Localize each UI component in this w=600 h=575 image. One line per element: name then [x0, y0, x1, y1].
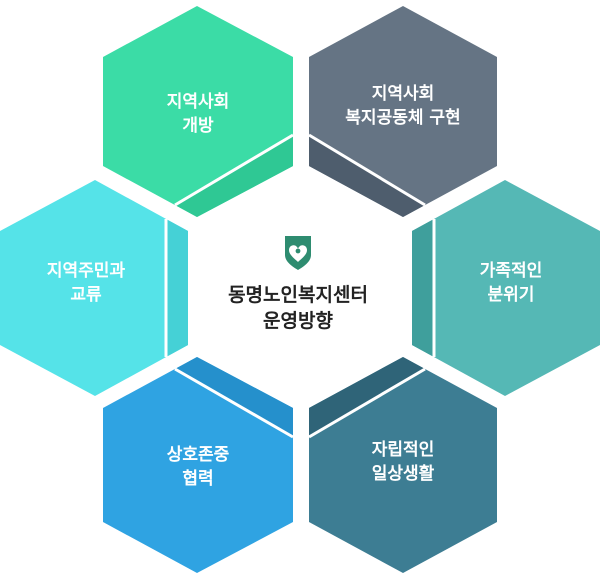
- logo-dot-inner: [295, 248, 301, 254]
- hexagon-seam: [174, 133, 294, 207]
- logo-heart: [289, 245, 307, 262]
- hexagon-label-line2: 협력: [182, 468, 213, 489]
- center-title-line2: 운영방향: [263, 310, 333, 332]
- heart-shield-icon: [285, 236, 311, 270]
- hexagon-facet: [412, 219, 434, 357]
- hexagon-label-line1: 지역사회: [167, 92, 230, 112]
- hexagon-label-line1: 상호존중: [167, 445, 230, 465]
- hexagon-shape: [412, 180, 600, 396]
- hexagon-facet: [309, 357, 425, 437]
- hexagon-facet: [175, 357, 293, 437]
- hexagon-family-atmosphere: 가족적인 분위기: [412, 180, 600, 396]
- hexagon-label-line1: 지역주민과: [47, 261, 126, 281]
- hexagon-community-welfare: 지역사회 복지공동체 구현: [308, 6, 497, 217]
- center-hexagon: [186, 186, 410, 404]
- hexagon-label-line2: 개방: [182, 116, 214, 136]
- center-title-line1: 동명노인복지센터: [228, 284, 368, 306]
- hexagon-independent-living: 자립적인 일상생활: [308, 357, 497, 573]
- hexagon-shape: [0, 180, 188, 396]
- hexagon-seam: [308, 367, 426, 439]
- hexagon-facet: [309, 135, 425, 217]
- hexagon-label-line2: 복지공동체 구현: [345, 108, 460, 128]
- hexagon-label-line1: 자립적인: [372, 440, 435, 460]
- hexagon-mutual-respect: 상호존중 협력: [103, 357, 294, 573]
- hexagon-seam: [174, 367, 294, 439]
- logo-dot: [295, 238, 301, 244]
- hexagon-resident-exchange: 지역주민과 교류: [0, 180, 188, 396]
- hexagon-seam: [308, 133, 426, 207]
- hexagon-label-line2: 교류: [70, 285, 102, 305]
- hexagon-label-line1: 지역사회: [372, 84, 435, 104]
- hexagon-label-line2: 분위기: [488, 285, 535, 305]
- hexagon-shape: [103, 357, 293, 573]
- hexagon-label-line1: 가족적인: [480, 261, 543, 281]
- hexagon-facet: [175, 135, 293, 217]
- hexagon-label-line2: 일상생활: [372, 463, 435, 484]
- hexagon-facet: [166, 219, 188, 357]
- hexagon-community-openness: 지역사회 개방: [103, 6, 294, 217]
